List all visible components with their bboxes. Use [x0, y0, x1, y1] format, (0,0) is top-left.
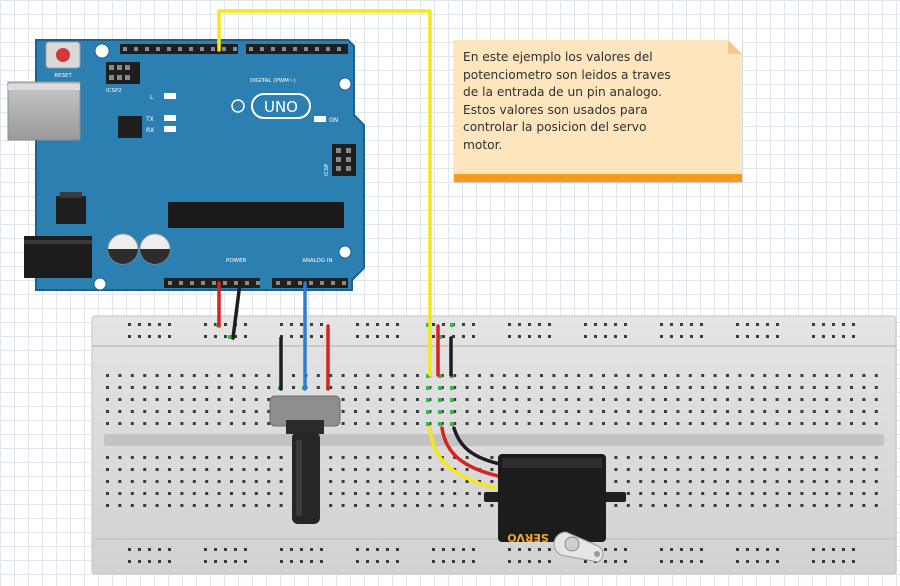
note-line: potenciometro son leidos a traves [463, 67, 671, 82]
analog-label: ANALOG IN [302, 258, 333, 264]
usb-connector [7, 81, 81, 141]
note-line: Estos valores son usados para [463, 102, 648, 117]
uno-label: UNO [264, 98, 298, 116]
note-line: controlar la posicion del servo [463, 120, 647, 134]
note-line: de la entrada de un pin analogo. [463, 85, 662, 99]
reset-label: RESET [54, 73, 72, 79]
note-line: En este ejemplo los valores del [463, 50, 653, 64]
note-accent-bar [454, 174, 742, 182]
servo-lead-red [440, 426, 500, 478]
wire-black-gnd [231, 281, 242, 340]
servo-label: SERVO [507, 531, 549, 544]
wires [217, 9, 502, 490]
servo-lead-black [452, 426, 502, 466]
digital-label: DIGITAL (PWM~) [250, 78, 296, 84]
arduino-uno-board: RESET ICSP2 L TX RX ON UNO DIGITAL (PWM~… [7, 39, 365, 291]
potentiometer[interactable] [269, 395, 341, 524]
on-label: ON [329, 117, 338, 124]
icsp2-label: ICSP2 [106, 88, 122, 94]
power-label: POWER [226, 258, 247, 264]
atmega-chip [168, 202, 344, 228]
note-line: motor. [463, 137, 503, 152]
servo-lead-yellow [428, 426, 497, 490]
note-text: En este ejemplo los valores del potencio… [463, 49, 725, 154]
led-l-label: L [150, 94, 154, 101]
wire-yellow-signal [217, 9, 432, 377]
servo-motor: SERVO [484, 454, 626, 563]
uno-logo [251, 93, 311, 119]
led-tx-label: TX [145, 116, 154, 123]
led-rx-label: RX [146, 127, 154, 134]
breadboard [91, 315, 897, 575]
icsp-label: ICSP [324, 163, 330, 176]
note-fold-corner [728, 40, 742, 54]
explanation-note: En este ejemplo los valores del potencio… [454, 40, 742, 182]
